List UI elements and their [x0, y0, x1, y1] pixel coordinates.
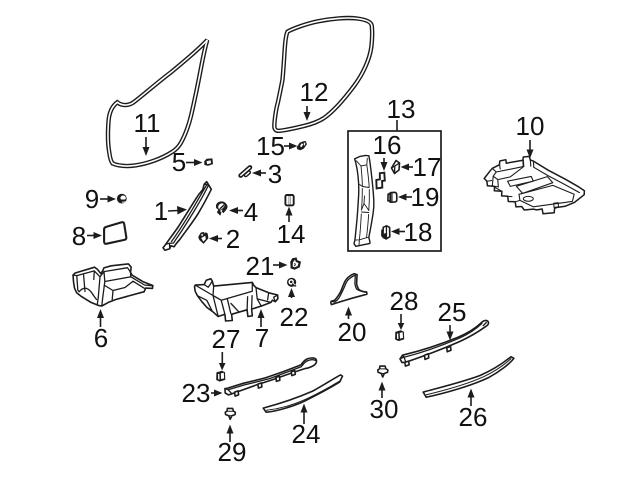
svg-text:12: 12 — [300, 77, 329, 107]
svg-text:20: 20 — [338, 317, 367, 347]
svg-text:9: 9 — [85, 184, 99, 214]
svg-text:26: 26 — [459, 402, 488, 432]
svg-text:30: 30 — [370, 394, 399, 424]
svg-text:24: 24 — [292, 419, 321, 449]
svg-text:1: 1 — [154, 196, 168, 226]
svg-text:18: 18 — [404, 217, 433, 247]
svg-text:2: 2 — [226, 224, 240, 254]
svg-text:19: 19 — [411, 182, 440, 212]
svg-text:16: 16 — [373, 130, 402, 160]
svg-text:21: 21 — [246, 251, 275, 281]
svg-text:29: 29 — [218, 437, 247, 467]
svg-text:10: 10 — [516, 111, 545, 141]
svg-text:13: 13 — [387, 94, 416, 124]
svg-text:5: 5 — [172, 147, 186, 177]
svg-text:8: 8 — [72, 221, 86, 251]
svg-text:7: 7 — [255, 323, 269, 353]
svg-text:27: 27 — [212, 324, 241, 354]
svg-text:11: 11 — [134, 108, 161, 138]
svg-text:25: 25 — [438, 297, 467, 327]
svg-text:17: 17 — [413, 152, 442, 182]
svg-text:28: 28 — [390, 286, 419, 316]
svg-text:15: 15 — [256, 131, 285, 161]
svg-text:14: 14 — [277, 219, 306, 249]
svg-text:22: 22 — [280, 302, 309, 332]
svg-text:4: 4 — [244, 197, 258, 227]
svg-text:23: 23 — [182, 378, 211, 408]
svg-text:6: 6 — [94, 323, 108, 353]
svg-text:3: 3 — [268, 159, 282, 189]
